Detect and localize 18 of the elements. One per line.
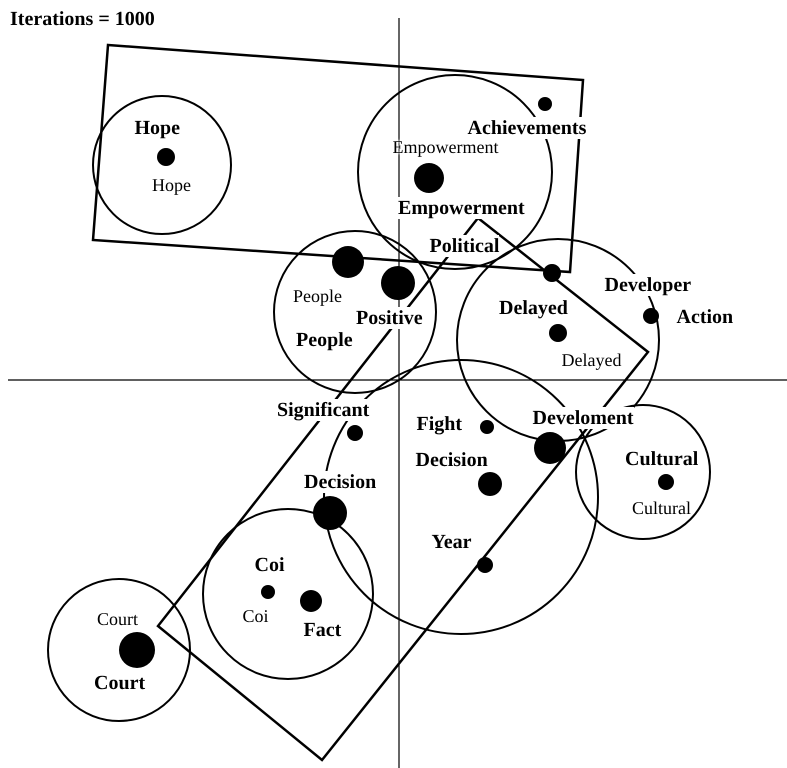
theme-label: Coi: [242, 606, 269, 626]
theme-label: Hope: [152, 174, 191, 194]
title: Iterations = 1000: [10, 8, 155, 31]
concept-label: Positive: [356, 306, 423, 328]
theme-circle: [92, 95, 232, 235]
theme-label: Cultural: [632, 498, 691, 518]
concept-label: Empowerment: [398, 196, 525, 218]
concept-label: Significant: [277, 399, 370, 421]
concept-label: Achievements: [468, 117, 586, 139]
theme-label: People: [293, 286, 342, 306]
theme-label: Court: [97, 608, 138, 628]
theme-circle: [47, 578, 191, 722]
theme-label: Delayed: [562, 350, 622, 370]
concept-label: Decision: [304, 471, 376, 493]
theme-circle: [202, 508, 374, 680]
concept-label: Political: [430, 234, 500, 256]
concept-label: Develoment: [532, 407, 634, 429]
concept-label: Developer: [604, 274, 692, 296]
